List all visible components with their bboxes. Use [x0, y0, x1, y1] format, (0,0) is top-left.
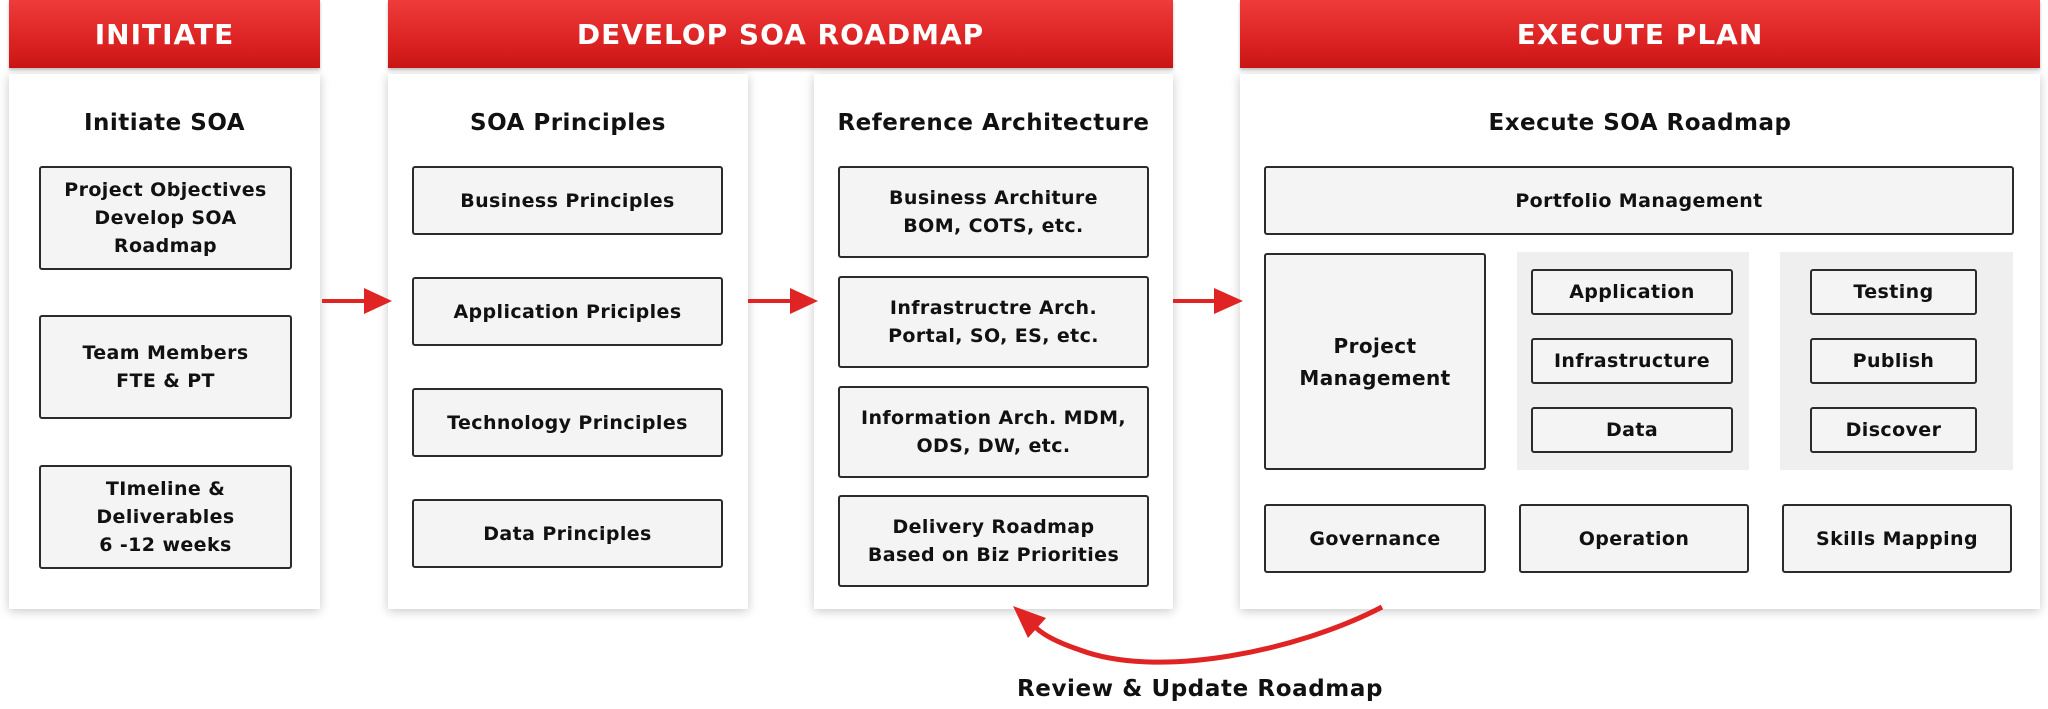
portfolio-management-box: Portfolio Management: [1264, 166, 2014, 235]
publish-box: Publish: [1810, 338, 1977, 384]
data-box: Data: [1531, 407, 1733, 453]
panel-title: SOA Principles: [470, 110, 666, 136]
box-line: Portal, SO, ES, etc.: [888, 325, 1099, 347]
phase-banner-initiate: INITIATE: [9, 0, 320, 68]
feedback-arrow: [1013, 604, 1384, 665]
box-line: Infrastructre Arch.: [889, 297, 1098, 319]
infrastructure-architecture-box: Infrastructre Arch. Portal, SO, ES, etc.: [838, 276, 1149, 368]
phase-title: INITIATE: [94, 17, 235, 51]
panel-title: Reference Architecture: [837, 110, 1150, 136]
infrastructure-box: Infrastructure: [1531, 338, 1733, 384]
reference-architecture-panel: Reference Architecture Business Architur…: [814, 74, 1173, 609]
phase-title: DEVELOP SOA ROADMAP: [576, 17, 985, 51]
governance-box: Governance: [1264, 504, 1486, 573]
arrow-initiate-to-principles: [322, 288, 392, 314]
box-line: FTE & PT: [116, 370, 215, 392]
data-principles-box: Data Principles: [412, 499, 723, 568]
box-line: Based on Biz Priorities: [867, 544, 1120, 566]
timeline-box: TImeline & Deliverables 6 -12 weeks: [39, 465, 292, 569]
panel-title: Execute SOA Roadmap: [1488, 110, 1792, 136]
skills-mapping-box: Skills Mapping: [1782, 504, 2012, 573]
box-line: TImeline & Deliverables: [96, 478, 235, 528]
box-line: Delivery Roadmap: [892, 516, 1095, 538]
execute-panel: Execute SOA Roadmap Portfolio Management…: [1240, 74, 2040, 609]
box-line: Business Architure: [889, 187, 1098, 209]
panel-title: Initiate SOA: [83, 110, 246, 136]
technology-principles-box: Technology Principles: [412, 388, 723, 457]
testing-box: Testing: [1810, 269, 1977, 315]
arrow-principles-to-reference: [748, 288, 818, 314]
business-principles-box: Business Principles: [412, 166, 723, 235]
box-line: Information Arch. MDM,: [861, 407, 1126, 429]
lifecycle-group: Testing Publish Discover: [1780, 252, 2013, 470]
box-line: 6 -12 weeks: [99, 534, 232, 556]
soa-principles-panel: SOA Principles Business Principles Appli…: [388, 74, 748, 609]
information-architecture-box: Information Arch. MDM, ODS, DW, etc.: [838, 386, 1149, 478]
box-line: BOM, COTS, etc.: [903, 215, 1084, 237]
phase-banner-develop: DEVELOP SOA ROADMAP: [388, 0, 1173, 68]
arrow-reference-to-execute: [1173, 288, 1243, 314]
application-principles-box: Application Priciples: [412, 277, 723, 346]
box-line: Management: [1299, 365, 1451, 390]
phase-title: EXECUTE PLAN: [1516, 17, 1764, 51]
operation-box: Operation: [1519, 504, 1749, 573]
application-box: Application: [1531, 269, 1733, 315]
discover-box: Discover: [1810, 407, 1977, 453]
box-line: ODS, DW, etc.: [916, 435, 1071, 457]
box-line: Team Members: [82, 342, 249, 364]
box-line: Project: [1333, 333, 1417, 358]
box-line: Develop SOA Roadmap: [94, 207, 237, 257]
systems-group: Application Infrastructure Data: [1517, 252, 1749, 470]
feedback-label: Review & Update Roadmap: [1016, 676, 1384, 702]
box-line: Project Objectives: [64, 179, 267, 201]
phase-banner-execute: EXECUTE PLAN: [1240, 0, 2040, 68]
